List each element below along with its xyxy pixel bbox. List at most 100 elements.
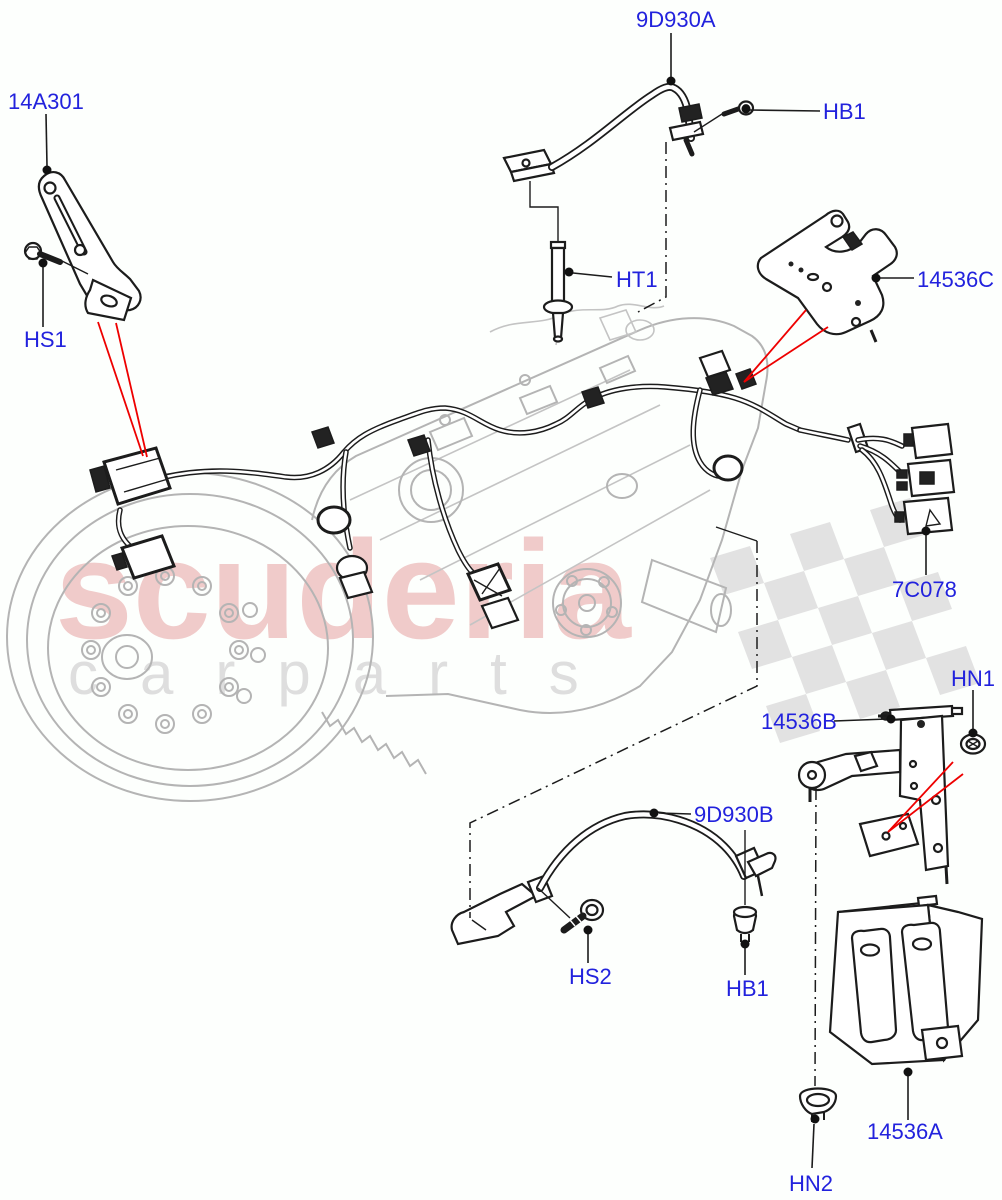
harness-clip — [407, 434, 431, 457]
part-label-hs1[interactable]: HS1 — [24, 327, 67, 352]
flexplate-bolt-holes — [81, 566, 266, 734]
part-label-14536c[interactable]: 14536C — [917, 267, 994, 292]
part-label-hn1[interactable]: HN1 — [951, 666, 995, 691]
part-9d930b-hose[interactable] — [450, 810, 777, 946]
helper-line — [537, 887, 571, 919]
checker-cell — [818, 596, 872, 645]
checker-cell — [898, 572, 952, 621]
leader-dot-hn2 — [810, 1114, 820, 1124]
ghost-mount-sketch — [489, 303, 665, 333]
flexplate-outline — [47, 525, 329, 771]
dash-dot-line — [814, 787, 817, 1087]
part-hs1-bolt[interactable] — [23, 241, 63, 265]
helper-line — [693, 113, 723, 133]
leader-dot-9d930a — [666, 76, 676, 86]
harness-sensor[interactable] — [712, 454, 744, 482]
part-label-hb1[interactable]: HB1 — [823, 99, 866, 124]
checker-cell — [790, 522, 844, 571]
red-pointer-line — [887, 761, 954, 833]
harness-connector-pair[interactable] — [465, 562, 513, 602]
case-lug — [598, 354, 637, 385]
leader-dot-14a301 — [42, 165, 52, 175]
case-port — [606, 473, 638, 499]
leader-dot-14536b — [886, 714, 896, 724]
part-label-ht1[interactable]: HT1 — [616, 267, 658, 292]
leader-line-hn2 — [811, 1123, 815, 1169]
leader-dot-hs2 — [583, 925, 593, 935]
leader-dot-hb1 — [741, 104, 751, 114]
part-label-hb1[interactable]: HB1 — [726, 976, 769, 1001]
bell-housing-rim — [26, 493, 354, 787]
harness-sensor[interactable] — [316, 505, 352, 535]
dash-dot-line — [469, 541, 758, 918]
part-hs2-bolt[interactable] — [560, 898, 605, 934]
case-dot — [519, 374, 531, 386]
checker-cell — [926, 646, 980, 695]
part-label-14a301[interactable]: 14A301 — [8, 89, 84, 114]
case-lug — [518, 384, 559, 416]
part-hn2-grommet[interactable] — [798, 1087, 838, 1123]
part-ht1-stud[interactable] — [542, 240, 574, 343]
part-9d930a-tube[interactable] — [502, 82, 705, 183]
part-14536c-bracket[interactable] — [756, 209, 898, 343]
leader-dot-7c078 — [921, 526, 931, 536]
part-label-14536a[interactable]: 14536A — [867, 1119, 943, 1144]
checker-cell — [710, 546, 764, 595]
red-pointer-line — [743, 326, 829, 383]
checker-cell — [738, 620, 792, 669]
part-label-14536b[interactable]: 14536B — [761, 709, 837, 734]
red-pointer-line — [97, 321, 144, 457]
part-7c078-connector-block[interactable] — [846, 422, 956, 536]
leader-line-14a301 — [45, 113, 48, 167]
part-14a301-bracket[interactable] — [37, 170, 142, 322]
crank-hub-center — [115, 645, 139, 669]
red-pointer-line — [115, 322, 148, 458]
extension-tip — [710, 593, 732, 627]
part-label-hs2[interactable]: HS2 — [569, 964, 612, 989]
checker-cell — [766, 694, 820, 743]
leader-dot-hn1 — [968, 728, 978, 738]
case-lug — [428, 416, 474, 452]
checker-cell — [764, 571, 818, 620]
case-dot — [439, 414, 451, 426]
watermark: scuderia carparts — [55, 511, 632, 707]
leader-dot-9d930b — [649, 808, 659, 818]
watermark-text-carparts: carparts — [68, 640, 621, 707]
red-pointer-line — [743, 309, 807, 383]
leader-dot-ht1 — [564, 267, 574, 277]
ghost-mount-sketch — [598, 309, 638, 341]
harness-second-connector[interactable] — [119, 534, 177, 580]
leader-dot-14536c — [871, 273, 881, 283]
leader-line-14536b — [833, 718, 888, 722]
helper-line — [529, 181, 559, 243]
red-pointer-line — [887, 773, 964, 833]
leader-line-9d930b — [658, 812, 692, 815]
output-flange — [552, 568, 622, 638]
harness-main-connector[interactable] — [102, 446, 172, 506]
checker-cell — [846, 670, 900, 719]
part-14536a-cover[interactable] — [828, 894, 984, 1066]
ghost-mount-sketch — [625, 319, 655, 341]
leader-dot-hb1 — [740, 939, 750, 949]
part-hb1-bottom-grommet[interactable] — [732, 905, 758, 942]
checker-cell — [844, 547, 898, 596]
harness-clip — [581, 386, 605, 409]
checker-cell — [792, 645, 846, 694]
dash-dot-line — [637, 142, 667, 313]
leader-dot-14536a — [903, 1067, 913, 1077]
pan-teeth — [321, 711, 427, 775]
extension-housing — [640, 558, 728, 634]
checker-cell — [872, 621, 926, 670]
harness-clip — [311, 426, 335, 449]
part-label-7c078[interactable]: 7C078 — [892, 577, 957, 602]
part-label-hn2[interactable]: HN2 — [789, 1171, 833, 1196]
crank-hub — [101, 634, 153, 680]
helper-line — [59, 259, 89, 275]
part-label-9d930a[interactable]: 9D930A — [636, 7, 716, 32]
leader-dot-hs1 — [38, 258, 48, 268]
case-rib — [379, 404, 661, 541]
part-label-9d930b[interactable]: 9D930B — [694, 802, 774, 827]
